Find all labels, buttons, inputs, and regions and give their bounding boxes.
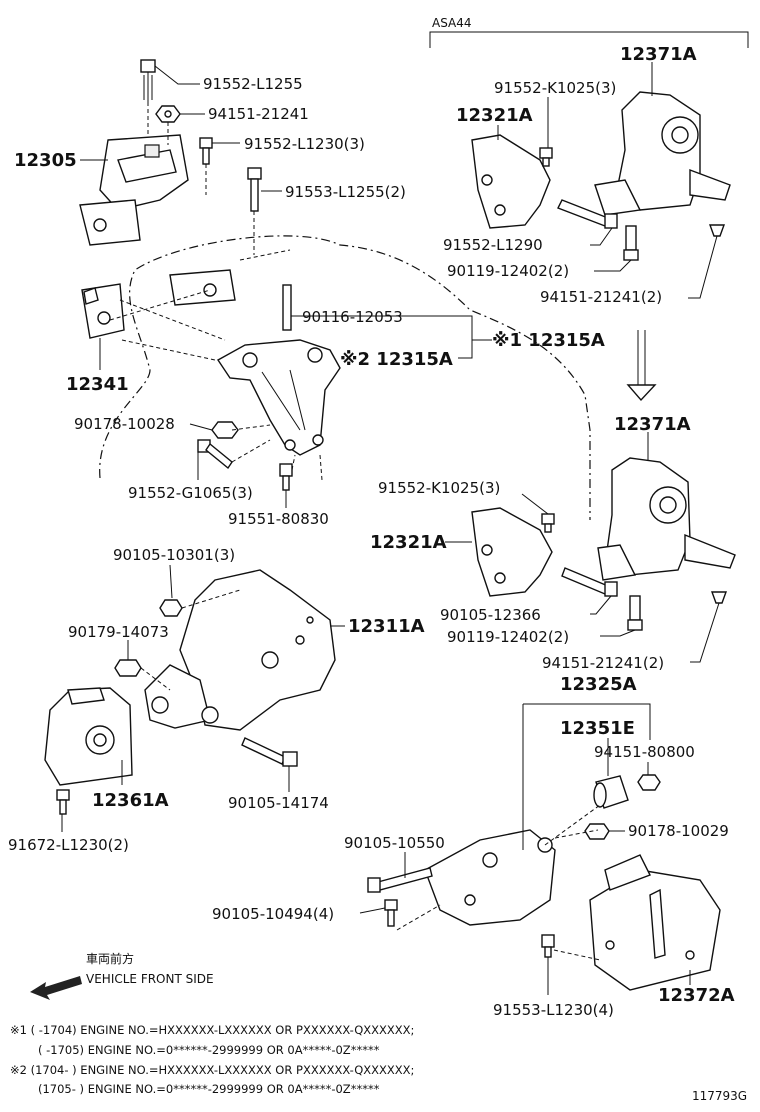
label-12371A-top: 12371A — [620, 44, 697, 65]
bolt-91552-L1230[interactable] — [199, 137, 213, 165]
label-94151-21241-2-top: 94151-21241(2) — [540, 288, 662, 306]
figure-id: 117793G — [692, 1089, 747, 1103]
label-12341: 12341 — [66, 374, 129, 395]
leader-lines — [61, 62, 720, 995]
label-90105-12366: 90105-12366 — [440, 606, 541, 624]
label-12361A: 12361A — [92, 790, 169, 811]
bushing-12351E[interactable] — [593, 775, 629, 809]
bolt-91552-G1065[interactable] — [197, 439, 233, 470]
bolt-91672-L1230[interactable] — [56, 789, 70, 815]
label-90119-12402-2-middle: 90119-12402(2) — [447, 628, 569, 646]
vehicle-front-english: VEHICLE FRONT SIDE — [86, 972, 214, 986]
mount-12341[interactable] — [81, 269, 236, 339]
label-90178-10028: 90178-10028 — [74, 415, 175, 433]
down-arrow — [626, 330, 657, 402]
label-12321A-top: 12321A — [456, 105, 533, 126]
bolt-91552-L1290[interactable] — [557, 199, 618, 229]
nut-94151-21241-upper[interactable] — [709, 224, 725, 237]
label-90105-10494-4: 90105-10494(4) — [212, 905, 334, 923]
bolt-90119-12402-upper[interactable] — [623, 225, 639, 261]
bracket-12315A[interactable] — [216, 284, 341, 456]
label-90105-14174: 90105-14174 — [228, 794, 329, 812]
nut-94151-80800[interactable] — [637, 774, 661, 791]
label-12315A-note2: ※2 12315A — [340, 349, 453, 370]
footnote-1a: ※1 ( -1704) ENGINE NO.=HXXXXXX-LXXXXXX O… — [10, 1023, 414, 1037]
label-12371A-middle: 12371A — [614, 414, 691, 435]
label-91552-K1025-3-middle: 91552-K1025(3) — [378, 479, 500, 497]
label-12372A: 12372A — [658, 985, 735, 1006]
label-90119-12402-2-top: 90119-12402(2) — [447, 262, 569, 280]
label-12315A-note1: ※1 12315A — [492, 330, 605, 351]
bolt-90105-14174[interactable] — [241, 737, 298, 767]
bolt-91552-K1025-middle[interactable] — [541, 513, 555, 533]
footnotes: ※1 ( -1704) ENGINE NO.=HXXXXXX-LXXXXXX O… — [10, 1023, 747, 1103]
label-12305: 12305 — [14, 150, 77, 171]
label-91552-G1065-3: 91552-G1065(3) — [128, 484, 253, 502]
label-94151-21241: 94151-21241 — [208, 105, 309, 123]
front-arrow-icon — [30, 976, 82, 1000]
nut-94151-21241-middle[interactable] — [711, 591, 727, 604]
engine-mount-12305[interactable] — [79, 134, 189, 246]
label-90105-10550: 90105-10550 — [344, 834, 445, 852]
mount-12372A[interactable] — [589, 854, 721, 991]
label-91552-L1290: 91552-L1290 — [443, 236, 543, 254]
callout-labels: 91552-L1255 94151-21241 12305 91552-L123… — [8, 44, 735, 1019]
label-91552-K1025-3-top: 91552-K1025(3) — [494, 79, 616, 97]
footnote-2b: (1705- ) ENGINE NO.=0******-2999999 OR 0… — [38, 1082, 380, 1096]
nut-90179-14073[interactable] — [114, 659, 142, 677]
bolt-91551-80830[interactable] — [279, 463, 293, 491]
variant-bracket: ASA44 — [429, 16, 749, 48]
mount-12371A-upper[interactable] — [594, 91, 731, 216]
label-90178-10029: 90178-10029 — [628, 822, 729, 840]
label-90179-14073: 90179-14073 — [68, 623, 169, 641]
bracket-12321A-middle[interactable] — [471, 507, 553, 597]
vehicle-front-japanese: 車両前方 — [86, 951, 134, 966]
label-91552-L1230-3: 91552-L1230(3) — [244, 135, 365, 153]
label-91551-80830: 91551-80830 — [228, 510, 329, 528]
nut-90178-10029[interactable] — [584, 823, 610, 840]
bracket-12311A[interactable] — [144, 569, 336, 731]
bolt-90119-12402-middle[interactable] — [627, 595, 643, 631]
label-91552-L1255: 91552-L1255 — [203, 75, 303, 93]
bolt-90105-10550[interactable] — [367, 867, 433, 893]
mount-12371A-middle[interactable] — [597, 457, 736, 581]
mount-12361A[interactable] — [44, 687, 133, 786]
label-91672-L1230-2: 91672-L1230(2) — [8, 836, 129, 854]
bolt-91552-K1025-upper[interactable] — [539, 147, 553, 167]
label-12325A: 12325A — [560, 674, 637, 695]
label-12321A-middle: 12321A — [370, 532, 447, 553]
bolt-90105-10301[interactable] — [159, 599, 183, 617]
engine-outline — [99, 235, 591, 520]
bolt-91552-L1255[interactable] — [140, 59, 156, 102]
label-90105-10301-3: 90105-10301(3) — [113, 546, 235, 564]
label-94151-21241-2-middle: 94151-21241(2) — [542, 654, 664, 672]
footnote-2a: ※2 (1704- ) ENGINE NO.=HXXXXXX-LXXXXXX O… — [10, 1063, 414, 1077]
bolt-90105-10494[interactable] — [384, 899, 398, 927]
vehicle-front-indicator: 車両前方 VEHICLE FRONT SIDE — [30, 951, 214, 1000]
label-94151-80800: 94151-80800 — [594, 743, 695, 761]
bolt-90105-12366[interactable] — [561, 567, 618, 597]
footnote-1b: ( -1705) ENGINE NO.=0******-2999999 OR 0… — [38, 1043, 380, 1057]
nut-94151-21241[interactable] — [155, 105, 181, 123]
variant-label: ASA44 — [432, 16, 472, 30]
label-91553-L1230-4: 91553-L1230(4) — [493, 1001, 614, 1019]
bolt-91553-L1230[interactable] — [541, 934, 555, 958]
label-91553-L1255-2: 91553-L1255(2) — [285, 183, 406, 201]
bracket-12321A-upper[interactable] — [471, 134, 551, 229]
label-12351E: 12351E — [560, 718, 635, 739]
label-90116-12053: 90116-12053 — [302, 308, 403, 326]
bolt-91553-L1255[interactable] — [247, 167, 262, 212]
label-12311A: 12311A — [348, 616, 425, 637]
